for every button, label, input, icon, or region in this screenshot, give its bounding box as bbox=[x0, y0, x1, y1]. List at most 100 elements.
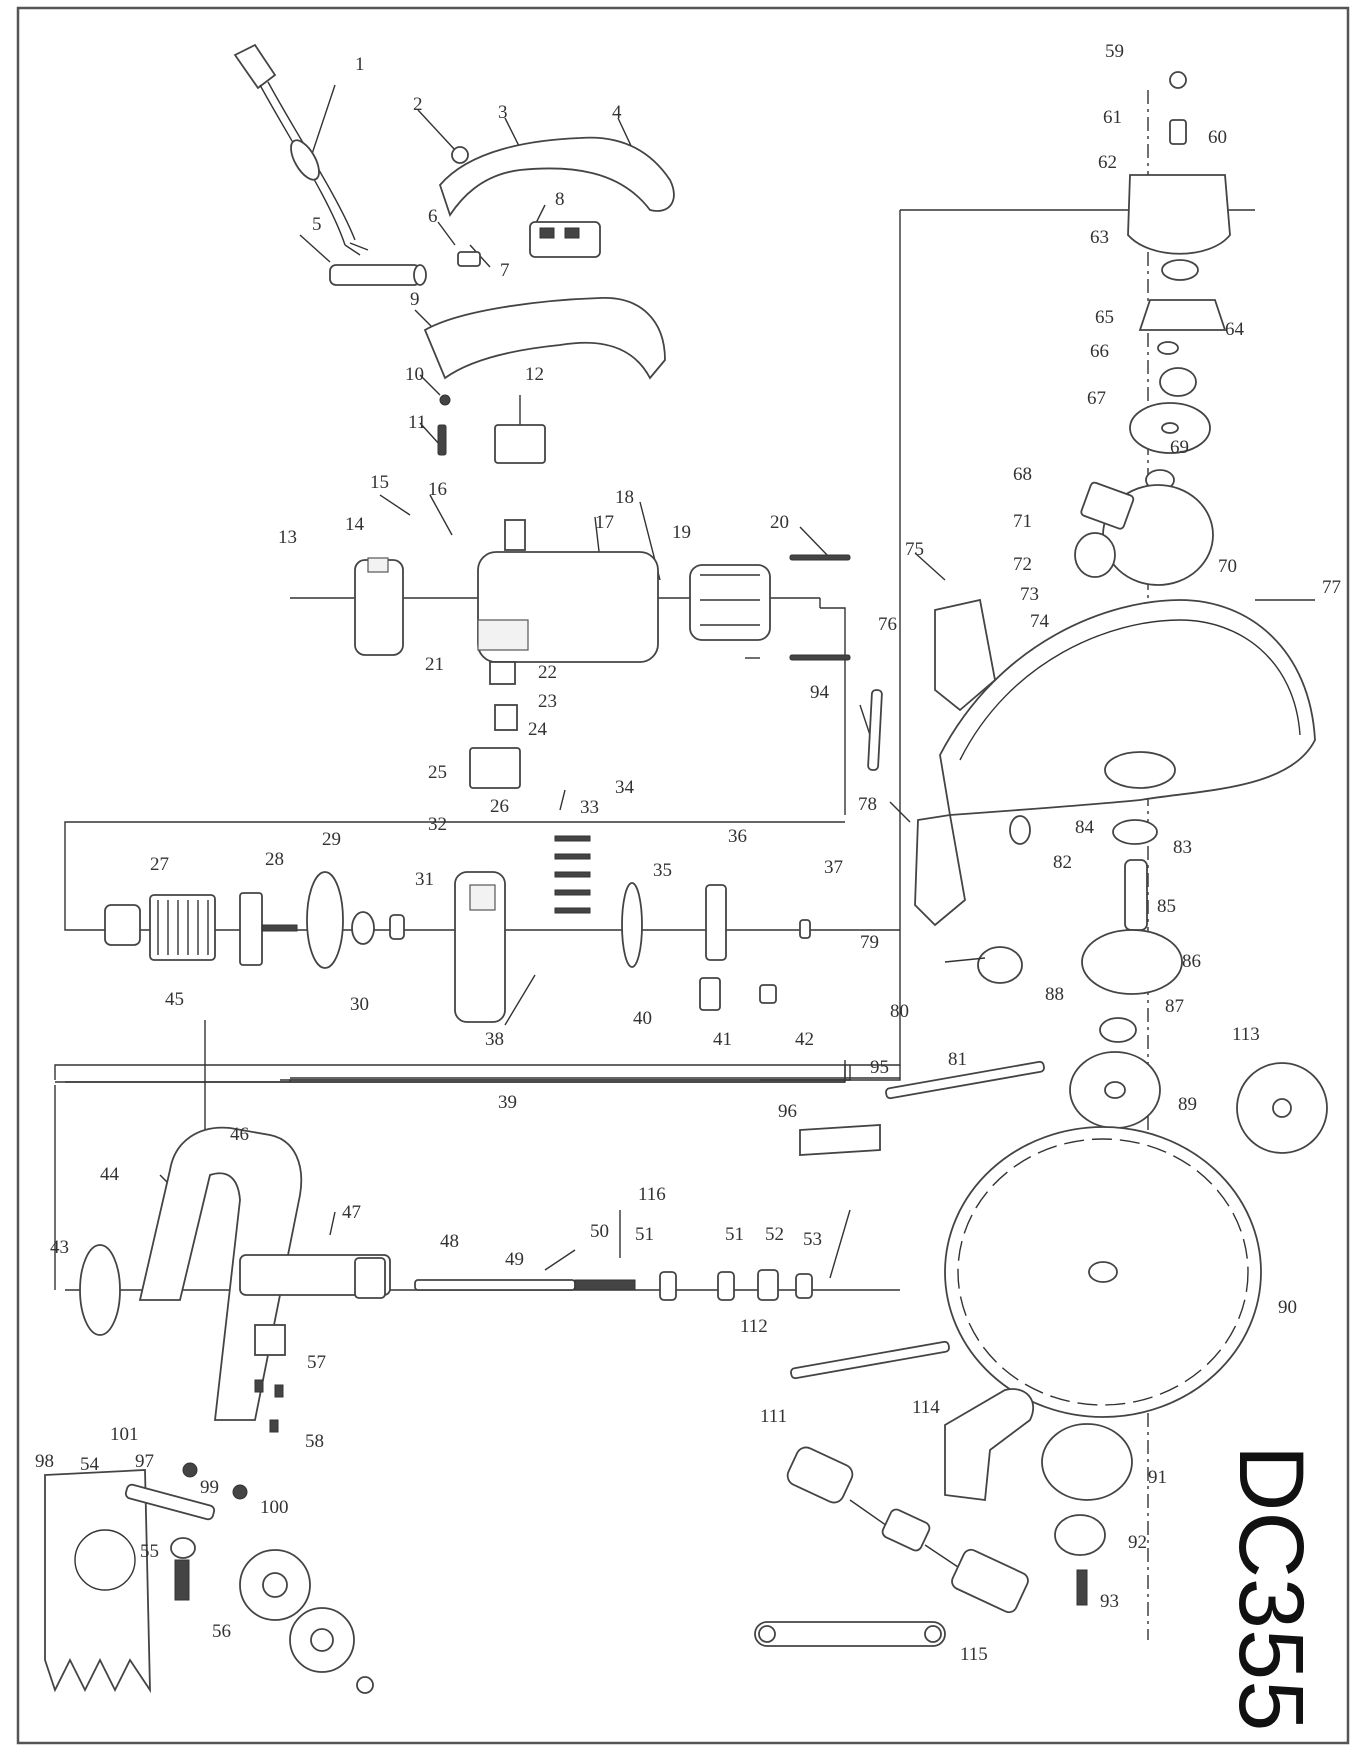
clamp-flange bbox=[1041, 1423, 1133, 1501]
part-label: 84 bbox=[1075, 817, 1095, 838]
part-label: 13 bbox=[278, 527, 297, 548]
saw-guard-plate bbox=[44, 1469, 151, 1694]
part-label: 70 bbox=[1218, 556, 1237, 577]
part-label: 21 bbox=[425, 654, 444, 675]
part-label: 44 bbox=[100, 1164, 120, 1185]
part-label: 87 bbox=[1165, 996, 1184, 1017]
part-label: 5 bbox=[312, 214, 322, 235]
part-label: 57 bbox=[307, 1352, 326, 1373]
part-label: 113 bbox=[1232, 1024, 1260, 1045]
part-label: 95 bbox=[870, 1057, 889, 1078]
rod-95 bbox=[885, 1060, 1045, 1100]
part-label: 100 bbox=[260, 1497, 289, 1518]
part-label: 73 bbox=[1020, 584, 1039, 605]
gear-housing bbox=[454, 871, 506, 1023]
blade-guard bbox=[939, 599, 1316, 816]
part-label: 23 bbox=[538, 691, 557, 712]
part-label: 27 bbox=[150, 854, 169, 875]
part-label: 29 bbox=[322, 829, 341, 850]
part-label: 33 bbox=[580, 797, 599, 818]
bracket bbox=[254, 1324, 286, 1356]
part-label: 10 bbox=[405, 364, 424, 385]
stator bbox=[689, 564, 771, 641]
spindle-parts bbox=[1009, 815, 1183, 1043]
frame-screws bbox=[254, 1379, 284, 1433]
part-label: 93 bbox=[1100, 1591, 1119, 1612]
part-label: 112 bbox=[740, 1316, 768, 1337]
part-label: 63 bbox=[1090, 227, 1109, 248]
part-label: 11 bbox=[408, 412, 426, 433]
nut-99 bbox=[232, 1484, 248, 1500]
motor-end-cover bbox=[354, 557, 404, 656]
part-label: 99 bbox=[200, 1477, 219, 1498]
switch-parts bbox=[457, 221, 601, 267]
part-labels: 1 2 3 4 5 6 7 8 9 10 11 12 13 14 15 16 1… bbox=[35, 41, 1341, 1665]
part-label: 82 bbox=[1053, 852, 1072, 873]
washer-92 bbox=[1054, 1514, 1106, 1556]
part-label: 43 bbox=[50, 1237, 69, 1258]
part-label: 65 bbox=[1095, 307, 1114, 328]
belt bbox=[754, 1621, 946, 1647]
part-label: 46 bbox=[230, 1124, 249, 1145]
outer-flange-hub bbox=[1104, 1081, 1126, 1099]
guard-mount bbox=[914, 813, 966, 927]
part-label: 114 bbox=[912, 1397, 940, 1418]
part-label: 37 bbox=[824, 857, 843, 878]
part-label: 41 bbox=[713, 1029, 732, 1050]
part-label: 88 bbox=[1045, 984, 1064, 1005]
part-label: 19 bbox=[672, 522, 691, 543]
part-label: 98 bbox=[35, 1451, 54, 1472]
armature bbox=[104, 892, 298, 966]
part-label: 97 bbox=[135, 1451, 154, 1472]
part-label: 40 bbox=[633, 1008, 652, 1029]
part-label: 30 bbox=[350, 994, 369, 1015]
part-label: 51 bbox=[725, 1224, 744, 1245]
part-label: 59 bbox=[1105, 41, 1124, 62]
spare-flange-hub bbox=[1272, 1098, 1292, 1118]
part-label: 48 bbox=[440, 1231, 459, 1252]
stator-bolts bbox=[789, 554, 851, 661]
part-label: 2 bbox=[413, 94, 423, 115]
part-label: 14 bbox=[345, 514, 365, 535]
handle-cover bbox=[438, 136, 675, 218]
screws-upper bbox=[437, 394, 451, 456]
nut-101 bbox=[182, 1462, 198, 1478]
part-label: 58 bbox=[305, 1431, 324, 1452]
washer-55 bbox=[170, 1537, 196, 1559]
gear-41 bbox=[699, 977, 721, 1011]
rod-94 bbox=[867, 689, 883, 771]
drive-shaft bbox=[239, 1254, 636, 1299]
part-label: 75 bbox=[905, 539, 924, 560]
part-label: 38 bbox=[485, 1029, 504, 1050]
blade-flange-stack bbox=[1074, 71, 1231, 586]
water-hose-assembly bbox=[786, 1446, 1029, 1614]
blade-bolt bbox=[1076, 1569, 1088, 1606]
bolt-56 bbox=[174, 1559, 190, 1601]
bearing-42 bbox=[759, 984, 777, 1004]
model-number: DC355 bbox=[1220, 1445, 1322, 1731]
part-label: 56 bbox=[212, 1621, 231, 1642]
part-label: 89 bbox=[1178, 1094, 1197, 1115]
gear-plate bbox=[621, 882, 643, 968]
part-label: 42 bbox=[795, 1029, 814, 1050]
bearing-52 bbox=[757, 1269, 779, 1301]
part-label: 74 bbox=[1030, 611, 1050, 632]
part-label: 85 bbox=[1157, 896, 1176, 917]
guard-bracket bbox=[934, 598, 996, 712]
part-label: 71 bbox=[1013, 511, 1032, 532]
guard-handle bbox=[944, 946, 1023, 984]
part-label: 101 bbox=[110, 1424, 139, 1445]
part-label: 81 bbox=[948, 1049, 967, 1070]
part-label: 60 bbox=[1208, 127, 1227, 148]
gear-36 bbox=[705, 884, 727, 961]
bearing-37 bbox=[799, 919, 811, 939]
gear-screws bbox=[554, 835, 591, 914]
part-label: 67 bbox=[1087, 388, 1106, 409]
part-label: 77 bbox=[1322, 577, 1341, 598]
motor-housing bbox=[477, 519, 659, 663]
part-label: 86 bbox=[1182, 951, 1201, 972]
diamond-blade bbox=[944, 1126, 1262, 1418]
part-label: 80 bbox=[890, 1001, 909, 1022]
rod-112 bbox=[790, 1340, 950, 1380]
